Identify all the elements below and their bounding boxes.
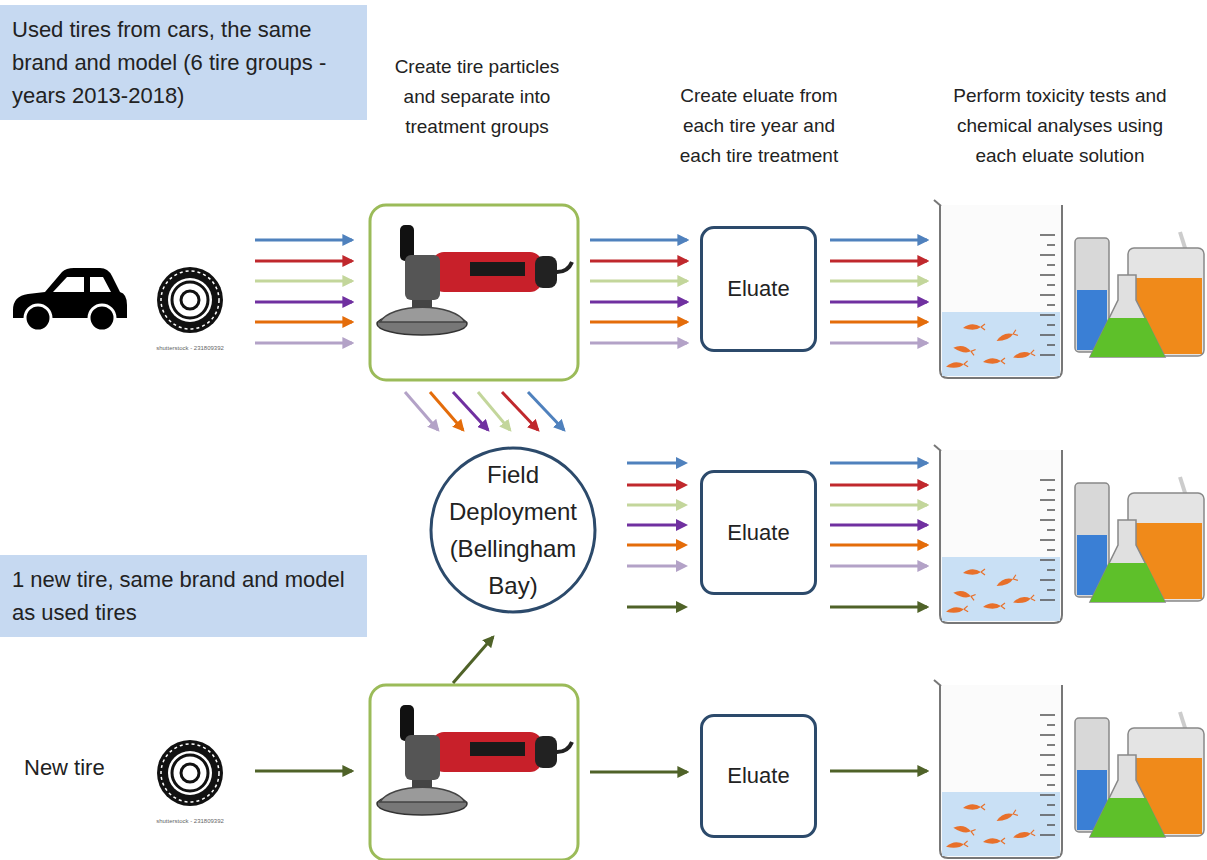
step-heading: Create tire particles and separate into … bbox=[392, 52, 562, 142]
watermark: shutterstock - 231809392 bbox=[155, 817, 225, 825]
node-text: Eluate bbox=[727, 275, 789, 303]
node-text: Field Deployment (Bellingham Bay) bbox=[438, 456, 588, 604]
input-label: New tire bbox=[24, 754, 144, 782]
process-box: Eluate bbox=[700, 714, 817, 838]
lab-beakers bbox=[934, 680, 1204, 858]
lab-beakers bbox=[934, 445, 1204, 623]
flow-arrow bbox=[627, 457, 688, 469]
grinder-box bbox=[370, 205, 578, 380]
flow-arrow bbox=[627, 601, 688, 613]
step-heading: Create eluate from each tire year and ea… bbox=[666, 81, 852, 171]
process-box: Eluate bbox=[700, 470, 817, 595]
step-heading: Perform toxicity tests and chemical anal… bbox=[938, 81, 1182, 171]
car-icon bbox=[13, 268, 127, 331]
node-text: Used tires from cars, the same brand and… bbox=[12, 13, 349, 112]
flow-arrow bbox=[627, 499, 688, 511]
node-text: Eluate bbox=[727, 762, 789, 790]
info-band: Used tires from cars, the same brand and… bbox=[0, 5, 367, 120]
tire-icon bbox=[157, 267, 223, 333]
field-circle: Field Deployment (Bellingham Bay) bbox=[429, 446, 597, 614]
flow-arrow bbox=[627, 539, 688, 551]
flow-arrow bbox=[627, 479, 688, 491]
node-text: Eluate bbox=[727, 519, 789, 547]
lab-beakers bbox=[934, 200, 1204, 378]
flow-arrows bbox=[255, 240, 927, 772]
watermark: shutterstock - 231809392 bbox=[155, 344, 225, 352]
tire-icon bbox=[157, 740, 223, 806]
info-band: 1 new tire, same brand and model as used… bbox=[0, 555, 367, 637]
flow-arrow bbox=[627, 560, 688, 572]
process-box: Eluate bbox=[700, 226, 817, 352]
node-text: 1 new tire, same brand and model as used… bbox=[12, 563, 349, 629]
flow-arrow bbox=[627, 519, 688, 531]
grinder-box bbox=[370, 685, 578, 860]
